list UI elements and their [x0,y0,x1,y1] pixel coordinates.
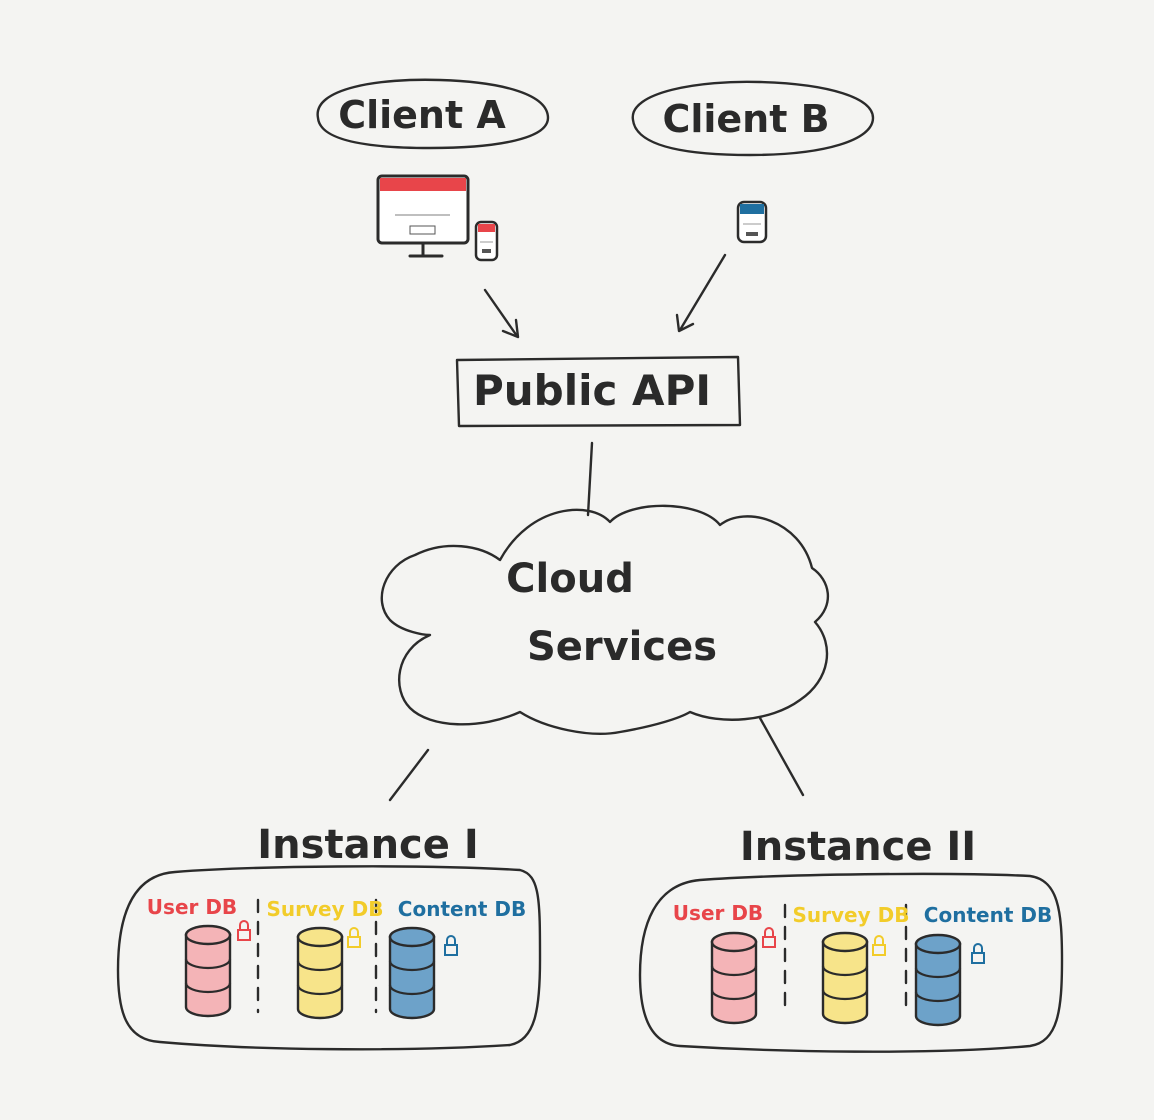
database-label: User DB [673,901,763,925]
client-b-node: Client B [631,80,875,157]
database-cylinder-icon [184,924,232,1018]
connector-api-to-cloud [586,441,594,517]
desktop-monitor-icon [376,174,470,258]
lock-icon [444,935,458,956]
client-b-label: Client B [662,97,829,141]
database-cylinder-icon [821,931,869,1025]
lock-icon [872,935,886,956]
database-cylinder-icon [914,933,962,1027]
instance-2-title: Instance II [740,824,976,870]
mobile-phone-icon [474,220,499,262]
database-item: User DB [673,901,776,1025]
database-cylinder-icon [388,926,436,1020]
arrow-client-a-to-api [483,288,520,339]
database-item: Content DB [914,903,1052,1027]
database-cylinder-icon [296,926,344,1020]
database-label: Survey DB [267,897,384,921]
lock-icon [971,943,985,964]
cloud-services-node: Cloud Services [380,504,830,735]
database-label: User DB [147,895,237,919]
arrow-client-b-to-api [675,253,727,333]
public-api-label: Public API [473,366,711,415]
lock-icon [347,927,361,948]
database-item: Content DB [388,897,526,1020]
cloud-label-line2: Services [527,624,717,670]
public-api-node: Public API [455,355,742,428]
client-a-node: Client A [316,78,550,150]
database-item: Survey DB [267,897,384,1020]
database-item: Survey DB [793,903,910,1025]
lock-icon [237,920,251,941]
connector-cloud-to-instance-1 [388,748,430,802]
database-item: User DB [147,895,251,1018]
connector-cloud-to-instance-2 [758,716,805,797]
lock-icon [762,927,776,948]
instance-1-node: Instance I User DB Survey DB Content DB [116,822,542,1051]
mobile-phone-icon [736,200,768,244]
database-label: Survey DB [793,903,910,927]
client-a-label: Client A [338,93,506,137]
database-label: Content DB [924,903,1052,927]
cloud-label-line1: Cloud [506,556,634,602]
instance-1-title: Instance I [257,822,478,868]
instance-2-node: Instance II User DB Survey DB Content DB [638,824,1064,1053]
database-cylinder-icon [710,931,758,1025]
database-label: Content DB [398,897,526,921]
